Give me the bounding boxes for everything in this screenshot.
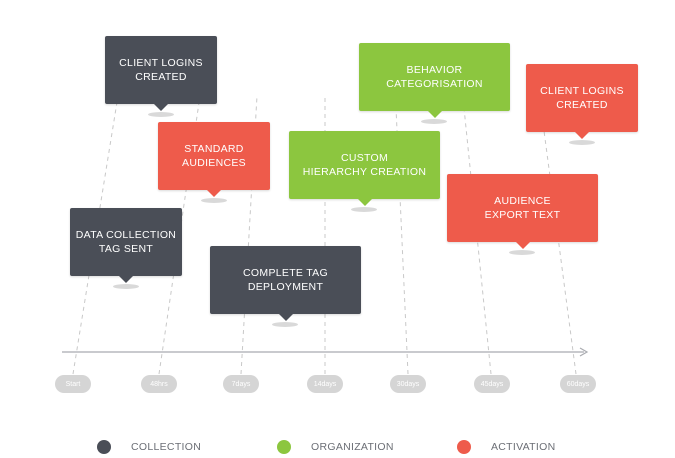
event-client-logins-created-activation: CLIENT LOGINS CREATED — [526, 64, 638, 139]
tick-start: Start — [55, 375, 91, 393]
timeline-guide-line — [72, 95, 119, 375]
tick-14days: 14days — [307, 375, 343, 393]
tick-7days: 7days — [223, 375, 259, 393]
event-shadow — [272, 322, 298, 327]
event-shadow — [113, 284, 139, 289]
event-client-logins-created-collection: CLIENT LOGINS CREATED — [105, 36, 217, 111]
event-data-collection-tag-sent: DATA COLLECTION TAG SENT — [70, 208, 182, 283]
legend-activation: ACTIVATION — [457, 440, 555, 454]
event-shadow — [569, 140, 595, 145]
tick-60days: 60days — [560, 375, 596, 393]
timeline-axis-arrow — [579, 347, 589, 357]
tick-30days: 30days — [390, 375, 426, 393]
event-shadow — [421, 119, 447, 124]
legend-dot-activation — [457, 440, 471, 454]
event-audience-export-text: AUDIENCE EXPORT TEXT — [447, 174, 598, 249]
legend-collection: COLLECTION — [97, 440, 201, 454]
event-custom-hierarchy-creation: CUSTOM HIERARCHY CREATION — [289, 131, 440, 206]
event-shadow — [148, 112, 174, 117]
event-shadow — [509, 250, 535, 255]
event-behavior-categorisation: BEHAVIOR CATEGORISATION — [359, 43, 510, 118]
tick-45days: 45days — [474, 375, 510, 393]
event-shadow — [351, 207, 377, 212]
legend-dot-collection — [97, 440, 111, 454]
event-standard-audiences: STANDARD AUDIENCES — [158, 122, 270, 197]
legend-label: COLLECTION — [131, 441, 202, 453]
legend-organization: ORGANIZATION — [277, 440, 394, 454]
event-complete-tag-deployment: COMPLETE TAG DEPLOYMENT — [210, 246, 361, 321]
legend-label: ACTIVATION — [491, 441, 556, 453]
legend-dot-organization — [277, 440, 291, 454]
event-shadow — [201, 198, 227, 203]
legend-label: ORGANIZATION — [311, 441, 394, 453]
tick-48hrs: 48hrs — [141, 375, 177, 393]
